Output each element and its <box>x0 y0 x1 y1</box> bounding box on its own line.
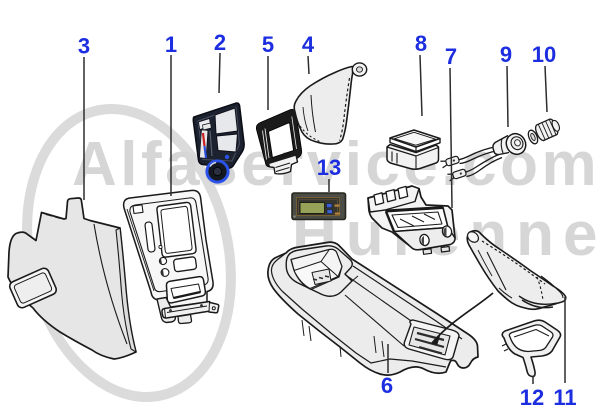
svg-text:9: 9 <box>500 42 512 67</box>
svg-text:5: 5 <box>262 32 274 57</box>
svg-text:6: 6 <box>381 373 393 398</box>
svg-text:7: 7 <box>445 44 457 69</box>
svg-text:12: 12 <box>520 385 544 410</box>
svg-text:1: 1 <box>165 32 177 57</box>
svg-text:3: 3 <box>78 34 90 59</box>
svg-text:10: 10 <box>532 42 556 67</box>
svg-text:4: 4 <box>302 32 315 57</box>
svg-text:2: 2 <box>214 30 226 55</box>
svg-text:11: 11 <box>553 385 576 410</box>
svg-text:13: 13 <box>317 155 341 180</box>
svg-text:8: 8 <box>415 31 427 56</box>
